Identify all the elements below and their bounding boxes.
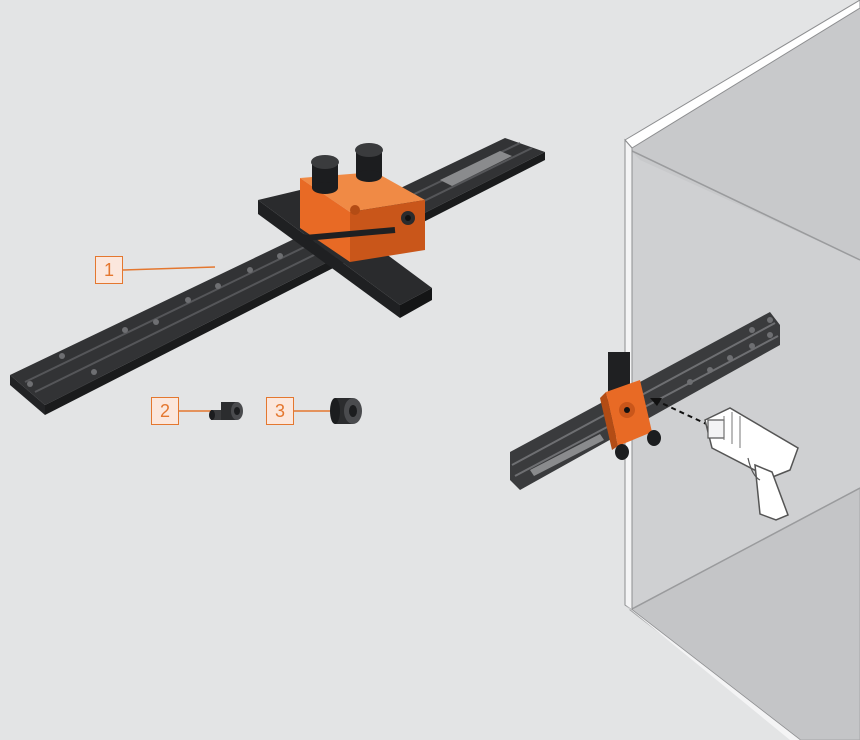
drill-bushing-3 bbox=[294, 398, 362, 424]
drill-bushing-2 bbox=[179, 402, 243, 420]
drilling-jig-assembly bbox=[10, 138, 545, 415]
callout-3: 3 bbox=[266, 397, 294, 425]
jig-rail bbox=[10, 138, 545, 415]
callout-2: 2 bbox=[151, 397, 179, 425]
callout-1: 1 bbox=[95, 256, 123, 284]
callout-1-leader bbox=[123, 267, 215, 270]
cabinet bbox=[625, 0, 860, 740]
